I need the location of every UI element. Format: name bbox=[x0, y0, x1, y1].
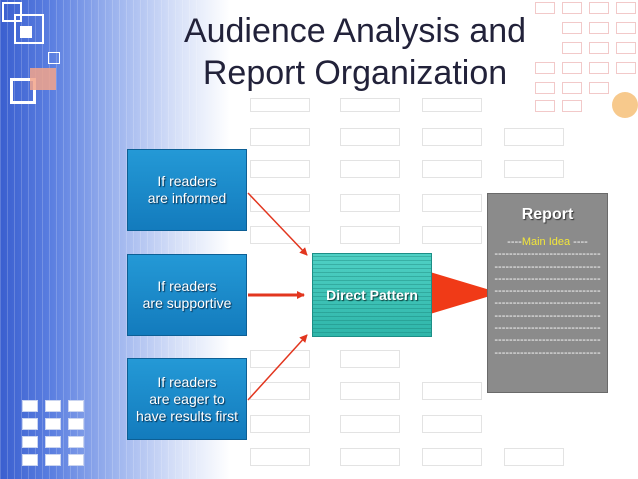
report-dash-line: ----------------------------- bbox=[488, 334, 607, 346]
condition-text: If readers bbox=[157, 374, 216, 391]
report-dash-line: ----------------------------- bbox=[488, 322, 607, 334]
report-dash-line: ----------------------------- bbox=[488, 297, 607, 309]
report-dash-line: ----------------------------- bbox=[488, 347, 607, 359]
arrow-eager-to-pattern bbox=[248, 335, 307, 400]
report-dash-line: ----------------------------- bbox=[488, 273, 607, 285]
condition-text: are informed bbox=[148, 190, 227, 207]
direct-pattern-box: Direct Pattern bbox=[312, 253, 432, 337]
report-dash-line: ----------------------------- bbox=[488, 248, 607, 260]
condition-box-supportive: If readers are supportive bbox=[127, 254, 247, 336]
direct-pattern-label: Direct Pattern bbox=[326, 287, 418, 303]
condition-text: If readers bbox=[157, 278, 216, 295]
report-lines: ----Main Idea ---- ---------------------… bbox=[488, 236, 607, 359]
report-dash-line: ----------------------------- bbox=[488, 310, 607, 322]
condition-text: have results first bbox=[136, 408, 238, 425]
report-dash-line: ----------------------------- bbox=[488, 261, 607, 273]
report-dash-line: ----------------------------- bbox=[488, 285, 607, 297]
arrow-informed-to-pattern bbox=[248, 193, 307, 255]
report-title: Report bbox=[488, 206, 607, 224]
main-idea-line: ----Main Idea ---- bbox=[488, 236, 607, 248]
condition-box-eager: If readers are eager to have results fir… bbox=[127, 358, 247, 440]
main-idea-text: Main Idea bbox=[522, 236, 570, 248]
condition-box-informed: If readers are informed bbox=[127, 149, 247, 231]
report-box: Report ----Main Idea ---- --------------… bbox=[487, 193, 608, 393]
main-idea-suffix: ---- bbox=[570, 236, 588, 248]
condition-text: are supportive bbox=[143, 295, 232, 312]
condition-text: are eager to bbox=[149, 391, 225, 408]
condition-text: If readers bbox=[157, 173, 216, 190]
main-idea-prefix: ---- bbox=[507, 236, 522, 248]
